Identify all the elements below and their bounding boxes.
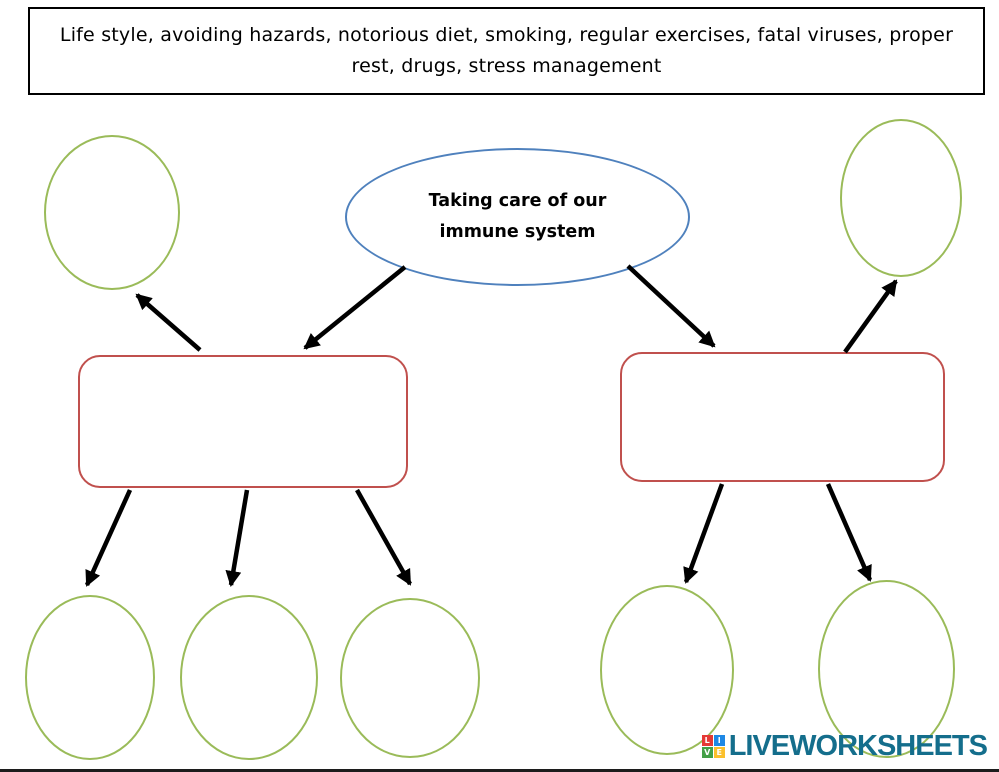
word-bank-box: Life style, avoiding hazards, notorious … xyxy=(28,7,985,95)
arrow-central-to-right-box xyxy=(626,264,716,348)
arrow-left-box-to-circle-2 xyxy=(225,489,250,587)
answer-circle-bottom-left-2[interactable] xyxy=(180,595,318,760)
answer-box-left[interactable] xyxy=(78,355,408,488)
answer-circle-top-left[interactable] xyxy=(44,135,180,290)
central-topic-text: Taking care of our immune system xyxy=(428,191,607,242)
logo-tile-i: I xyxy=(713,735,725,746)
liveworksheets-logo[interactable]: L I V E LIVEWORKSHEETS xyxy=(701,730,988,763)
answer-circle-bottom-left-1[interactable] xyxy=(25,595,155,760)
liveworksheets-logo-icon: L I V E xyxy=(701,735,725,758)
arrow-right-box-to-circle-2 xyxy=(825,483,873,582)
answer-circle-bottom-right-2[interactable] xyxy=(818,580,955,758)
arrow-central-to-left-box xyxy=(303,265,407,350)
answer-circle-bottom-left-3[interactable] xyxy=(340,598,480,758)
answer-circle-top-right[interactable] xyxy=(840,119,962,277)
word-bank-text: Life style, avoiding hazards, notorious … xyxy=(59,24,954,77)
answer-circle-bottom-right-1[interactable] xyxy=(600,585,734,755)
arrow-left-box-to-circle-1 xyxy=(84,489,133,587)
logo-tile-e: E xyxy=(713,747,725,758)
logo-tile-v: V xyxy=(701,747,713,758)
answer-box-right[interactable] xyxy=(620,352,945,482)
arrow-left-box-to-circle-3 xyxy=(355,488,412,586)
liveworksheets-logo-text: LIVEWORKSHEETS xyxy=(728,730,988,762)
logo-tile-l: L xyxy=(701,735,713,746)
arrow-left-box-to-top-left-circle xyxy=(135,293,202,352)
arrow-right-box-to-top-right-circle xyxy=(843,279,898,354)
central-topic-ellipse: Taking care of our immune system xyxy=(345,148,690,286)
arrow-right-box-to-circle-1 xyxy=(683,483,725,584)
